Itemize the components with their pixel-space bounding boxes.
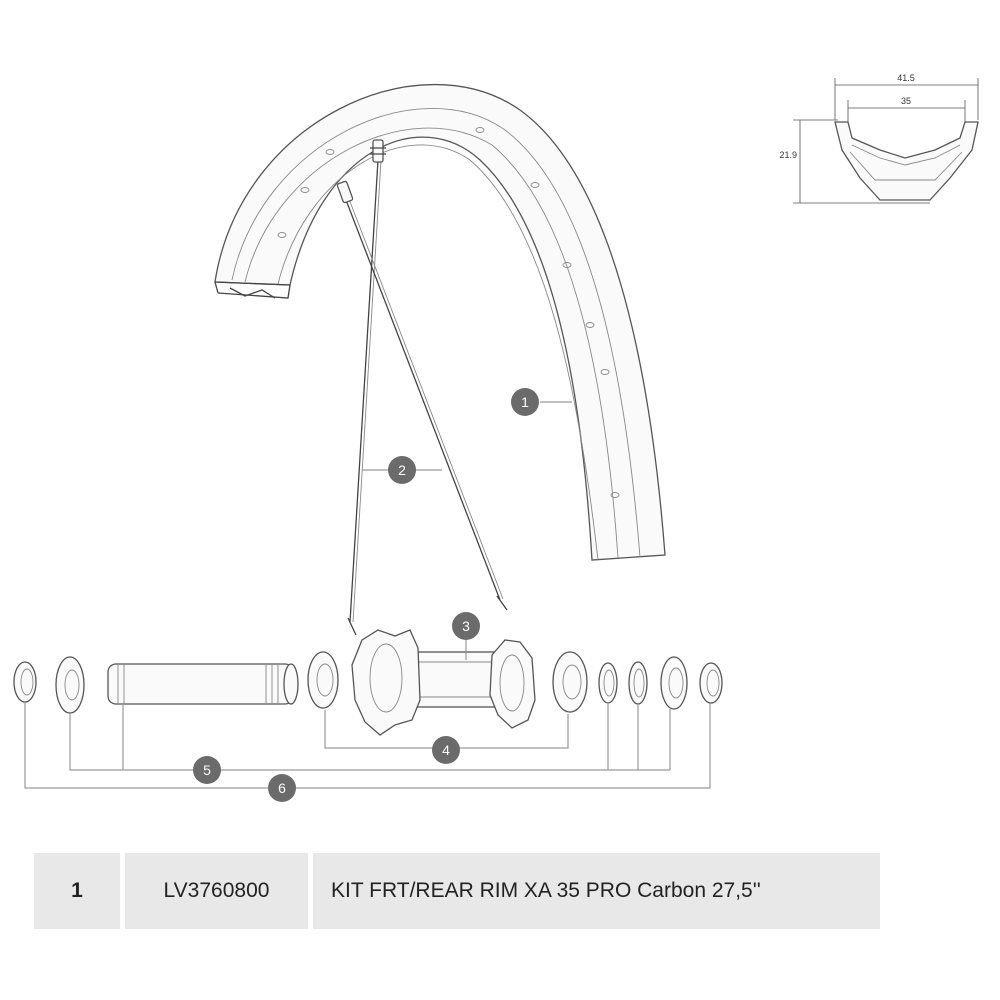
svg-text:4: 4 — [442, 742, 450, 758]
svg-text:5: 5 — [203, 762, 211, 778]
part-reference-cell: LV3760800 — [125, 853, 308, 929]
marker-6: 6 — [268, 774, 296, 802]
svg-text:2: 2 — [398, 462, 406, 478]
rim-drawing — [214, 84, 666, 561]
part-index-cell: 1 — [34, 853, 120, 929]
dim-outer-width: 41.5 — [897, 73, 915, 83]
dim-height: 21.9 — [779, 150, 797, 160]
parts-table: 1 LV3760800 KIT FRT/REAR RIM XA 35 PRO C… — [34, 853, 880, 929]
marker-3: 3 — [452, 612, 480, 640]
hub-drawing — [351, 629, 536, 736]
svg-text:3: 3 — [462, 618, 470, 634]
part-description-cell: KIT FRT/REAR RIM XA 35 PRO Carbon 27,5'' — [313, 853, 880, 929]
svg-text:6: 6 — [278, 780, 286, 796]
svg-text:1: 1 — [521, 394, 529, 410]
marker-1: 1 — [511, 388, 539, 416]
marker-5: 5 — [193, 756, 221, 784]
marker-4: 4 — [432, 736, 460, 764]
marker-2: 2 — [388, 456, 416, 484]
dim-inner-width: 35 — [901, 96, 911, 106]
rim-profile-section: 41.5 35 21.9 — [779, 73, 979, 204]
axle-parts-drawing — [13, 651, 723, 714]
spokes-drawing — [336, 139, 508, 636]
